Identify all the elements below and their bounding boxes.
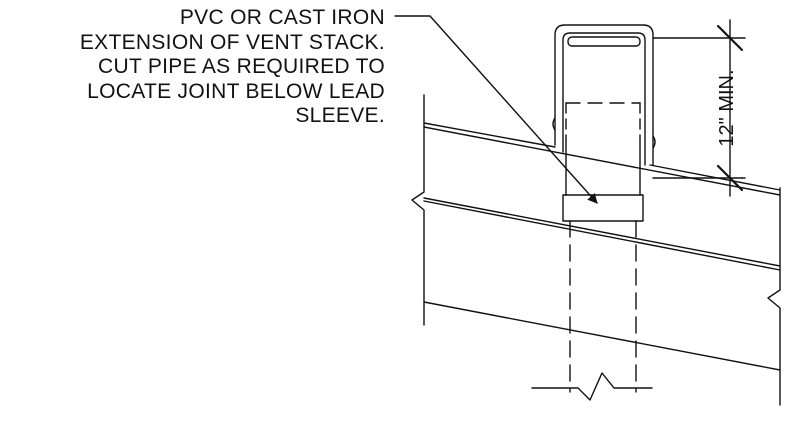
ceiling-line	[424, 302, 780, 370]
lead-sleeve-inner	[563, 33, 645, 165]
callout-line: CUT PIPE AS REQUIRED TO	[98, 55, 385, 78]
dimension-tick-bottom	[718, 166, 742, 190]
roof-surface-top-line	[424, 123, 555, 147]
left-break-line	[412, 95, 424, 325]
sleeve-crimp-left	[553, 118, 555, 130]
callout-line: EXTENSION OF VENT STACK.	[79, 30, 385, 54]
callout-note: PVC OR CAST IRON EXTENSION OF VENT STACK…	[20, 6, 385, 129]
roof-underside-line	[424, 198, 780, 266]
callout-line: PVC OR CAST IRON	[179, 6, 385, 29]
right-break-line	[768, 188, 780, 405]
pipe-joint-coupling	[563, 195, 643, 221]
lead-sleeve	[555, 25, 653, 165]
dimension-tick-top	[718, 26, 742, 50]
callout-line: LOCATE JOINT BELOW LEAD	[87, 79, 385, 103]
pipe-bottom-break-line	[532, 373, 652, 400]
roof-underside-line	[424, 201, 780, 270]
sleeve-top-cap	[568, 37, 640, 46]
callout-leader	[395, 16, 597, 204]
sleeve-crimp-right	[653, 136, 655, 148]
roof-surface-line	[424, 127, 780, 195]
callout-line: SLEEVE.	[295, 104, 385, 127]
